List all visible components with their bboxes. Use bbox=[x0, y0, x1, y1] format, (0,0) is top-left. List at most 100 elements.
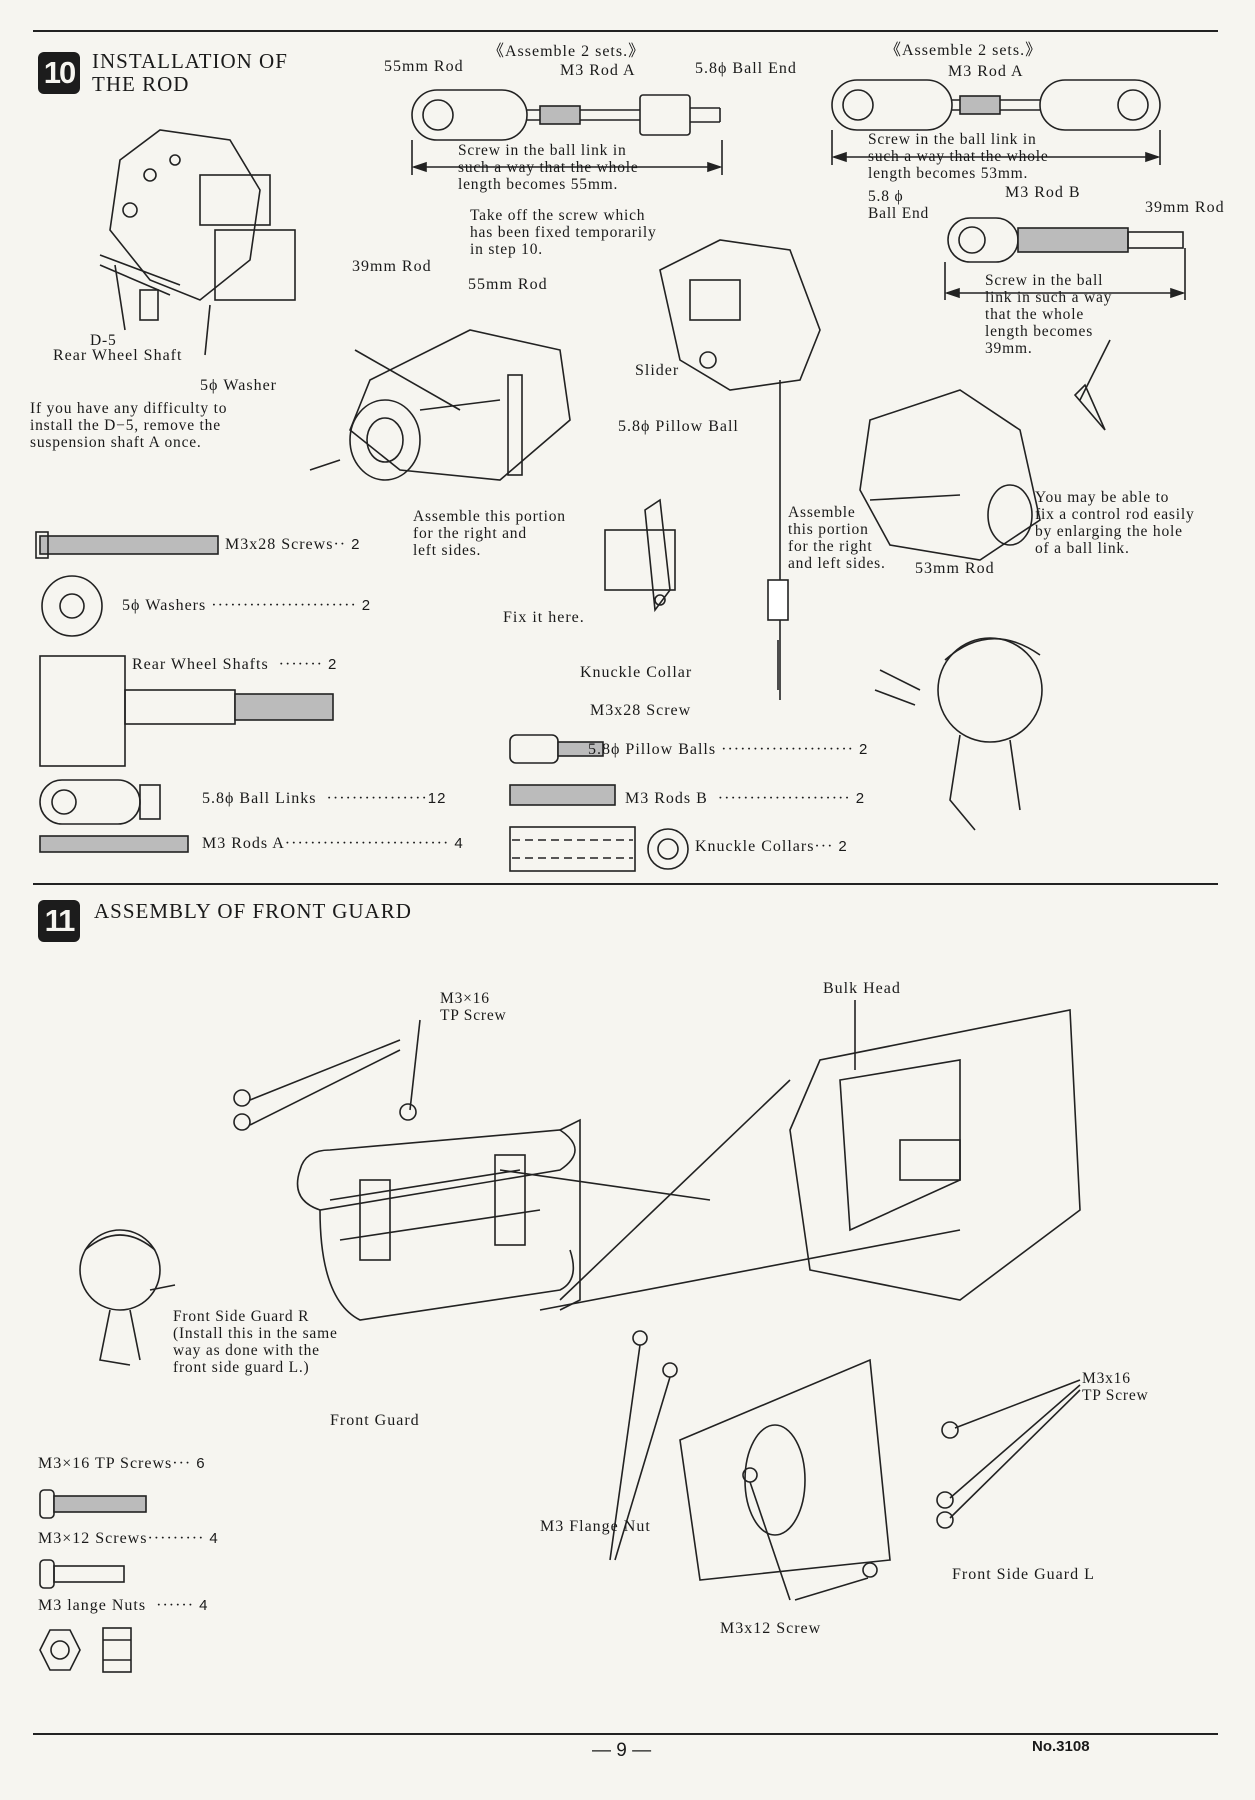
front-side-guard-l-label: Front Side Guard L bbox=[952, 1566, 1095, 1583]
pillow-ball-label: 5.8ϕ Pillow Ball bbox=[618, 418, 739, 435]
part-name: M3x28 Screws bbox=[225, 536, 334, 553]
part-name: 5.8ϕ Pillow Balls bbox=[588, 741, 717, 758]
knuckle-sketch bbox=[604, 498, 676, 613]
front-side-guard-l-drawing bbox=[679, 1358, 891, 1581]
part-qty: 2 bbox=[361, 597, 372, 614]
part-qty: 2 bbox=[351, 536, 361, 553]
part-dots: ······· bbox=[278, 656, 323, 673]
assemble-portion-note-right: Assemble this portion for the right and … bbox=[788, 504, 886, 572]
fix-it-here-label: Fix it here. bbox=[503, 609, 585, 626]
front-guard-drawing bbox=[296, 1079, 961, 1321]
slider-sketch bbox=[659, 239, 821, 700]
assemble-note-right: 《Assemble 2 sets.》 bbox=[885, 42, 1043, 59]
part-dots: ··· bbox=[172, 1455, 192, 1472]
m3x16-tp-screw-label-right: M3x16 TP Screw bbox=[1082, 1370, 1149, 1404]
m3x16-tp-screw-label-top: M3×16 TP Screw bbox=[440, 990, 507, 1024]
part-qty: 2 bbox=[327, 656, 338, 673]
right-suspension-sketch bbox=[859, 339, 1111, 561]
part-m3x16-tp-screws: M3×16 TP Screws··· 6 bbox=[38, 1455, 206, 1473]
front-guard-label: Front Guard bbox=[330, 1412, 420, 1429]
slider-label: Slider bbox=[635, 362, 680, 379]
footer-divider bbox=[33, 1733, 1218, 1735]
part-dots: ····················· bbox=[717, 790, 851, 807]
document-number: No.3108 bbox=[1032, 1738, 1090, 1755]
m3x28-screw-label: M3x28 Screw bbox=[590, 702, 692, 719]
rod-39mm-label-right: 39mm Rod bbox=[1145, 199, 1225, 216]
part-name: M3 Rods B bbox=[625, 790, 708, 807]
rod-53mm-label: 53mm Rod bbox=[915, 560, 995, 577]
washer-label: 5ϕ Washer bbox=[200, 377, 277, 394]
bulk-head-label: Bulk Head bbox=[823, 980, 901, 997]
part-qty: 4 bbox=[199, 1597, 209, 1614]
part-name: Rear Wheel Shafts bbox=[132, 656, 269, 673]
part-name: 5ϕ Washers bbox=[122, 597, 207, 614]
part-qty: 4 bbox=[454, 835, 464, 852]
part-pillow-balls: 5.8ϕ Pillow Balls ····················· … bbox=[588, 741, 868, 759]
part-name: M3 Rods A bbox=[202, 835, 285, 852]
part-dots: ······ bbox=[156, 1597, 195, 1614]
part-qty: 4 bbox=[209, 1530, 219, 1547]
part-name: Knuckle Collars bbox=[695, 838, 815, 855]
part-m3x12-screws: M3×12 Screws········· 4 bbox=[38, 1530, 219, 1548]
ball-end-right-label: 5.8 ϕ Ball End bbox=[868, 188, 930, 222]
rod-55mm-label-mid: 55mm Rod bbox=[468, 276, 548, 293]
part-dots: ··· bbox=[814, 838, 834, 855]
rod-a-53mm-diagram bbox=[831, 79, 1161, 165]
part-dots: ·························· bbox=[284, 835, 450, 852]
part-name: M3 lange Nuts bbox=[38, 1597, 147, 1614]
step-title-line1: INSTALLATION OF bbox=[92, 49, 288, 73]
bulk-head-drawing bbox=[789, 1000, 1081, 1301]
assemble-note-left: 《Assemble 2 sets.》 bbox=[488, 43, 646, 60]
mascot-step11 bbox=[79, 1229, 176, 1366]
rear-hub-sketch bbox=[99, 129, 296, 356]
step10-parts-icons bbox=[35, 531, 689, 872]
tp-screws-drawing bbox=[233, 1019, 1081, 1601]
part-m3x28-screws: M3x28 Screws·· 2 bbox=[225, 536, 360, 554]
part-qty: 2 bbox=[859, 741, 869, 758]
part-m3-rods-b: M3 Rods B ····················· 2 bbox=[625, 790, 865, 808]
part-dots: ······················· bbox=[211, 597, 357, 614]
part-m3-flange-nuts: M3 lange Nuts ······ 4 bbox=[38, 1597, 208, 1615]
d5-label: D-5 bbox=[90, 332, 117, 349]
enlarge-hole-note: You may be able to fix a control rod eas… bbox=[1035, 489, 1195, 557]
knuckle-collar-label: Knuckle Collar bbox=[580, 664, 693, 681]
section-divider bbox=[33, 883, 1218, 885]
part-ball-links: 5.8ϕ Ball Links ················12 bbox=[202, 790, 446, 808]
part-dots: ················ bbox=[326, 790, 428, 807]
part-knuckle-collars: Knuckle Collars··· 2 bbox=[695, 838, 848, 856]
page-number: — 9 — bbox=[592, 1740, 652, 1761]
rod-55mm-label: 55mm Rod bbox=[384, 58, 464, 75]
rod-39mm-label-mid: 39mm Rod bbox=[352, 258, 432, 275]
take-off-screw-note: Take off the screw which has been fixed … bbox=[470, 207, 657, 258]
rod-b-39mm-diagram bbox=[944, 217, 1186, 300]
part-dots: ·· bbox=[333, 536, 347, 553]
rod-a-55mm-diagram bbox=[411, 89, 723, 175]
part-qty: 2 bbox=[855, 790, 866, 807]
step-title: ASSEMBLY OF FRONT GUARD bbox=[94, 899, 412, 923]
m3-flange-nut-label: M3 Flange Nut bbox=[540, 1518, 651, 1535]
part-rear-wheel-shafts: Rear Wheel Shafts ······· 2 bbox=[132, 656, 337, 674]
part-name: 5.8ϕ Ball Links bbox=[202, 790, 317, 807]
screw-note-39mm: Screw in the ball link in such a way tha… bbox=[985, 272, 1113, 357]
step-number: 11 bbox=[38, 900, 80, 942]
assemble-portion-note-mid: Assemble this portion for the right and … bbox=[413, 508, 566, 559]
part-name: M3×16 TP Screws bbox=[38, 1455, 173, 1472]
step11-parts-icons bbox=[39, 1489, 147, 1673]
screw-note-55mm: Screw in the ball link in such a way tha… bbox=[458, 142, 639, 193]
rear-wheel-shaft-label: Rear Wheel Shaft bbox=[53, 347, 183, 364]
top-divider bbox=[33, 30, 1218, 32]
part-qty: 12 bbox=[427, 790, 447, 807]
m3x12-screw-label: M3x12 Screw bbox=[720, 1620, 822, 1637]
part-washers: 5ϕ Washers ······················· 2 bbox=[122, 597, 371, 615]
m3-rod-a-label-right: M3 Rod A bbox=[948, 63, 1024, 80]
part-name: M3×12 Screws bbox=[38, 1530, 148, 1547]
ball-end-label: 5.8ϕ Ball End bbox=[695, 60, 797, 77]
mascot-step10 bbox=[874, 637, 1043, 831]
difficulty-note: If you have any difficulty to install th… bbox=[30, 400, 228, 451]
suspension-sketch bbox=[309, 329, 571, 481]
part-dots: ····················· bbox=[721, 741, 854, 758]
part-m3-rods-a: M3 Rods A·························· 4 bbox=[202, 835, 464, 853]
step-title-line2: THE ROD bbox=[92, 72, 190, 96]
part-dots: ········· bbox=[147, 1530, 205, 1547]
